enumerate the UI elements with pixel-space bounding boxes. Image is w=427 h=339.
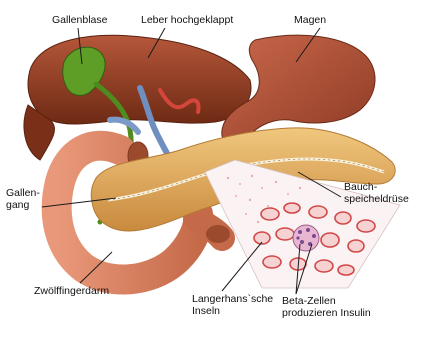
label-pancreas-line1: Bauch- — [344, 181, 377, 193]
label-beta-cells-line1: Beta-Zellen — [282, 295, 336, 307]
label-pancreas-line2: speicheldrüse — [344, 193, 409, 205]
label-duodenum: Zwölffingerdarm — [34, 285, 109, 297]
label-stomach: Magen — [294, 14, 326, 26]
duodenum-opening — [206, 225, 230, 243]
label-islets-line1: Langerhans`sche — [192, 293, 273, 305]
label-bile-duct-line2: gang — [6, 199, 29, 211]
label-gallbladder: Gallenblase — [52, 14, 107, 26]
liver — [28, 35, 251, 124]
vessel-blue-2 — [110, 120, 138, 132]
label-islets-line2: Inseln — [192, 305, 220, 317]
label-beta-cells-line2: produzieren Insulin — [282, 307, 371, 319]
label-liver: Leber hochgeklappt — [141, 14, 233, 26]
label-bile-duct-line1: Gallen- — [6, 187, 40, 199]
